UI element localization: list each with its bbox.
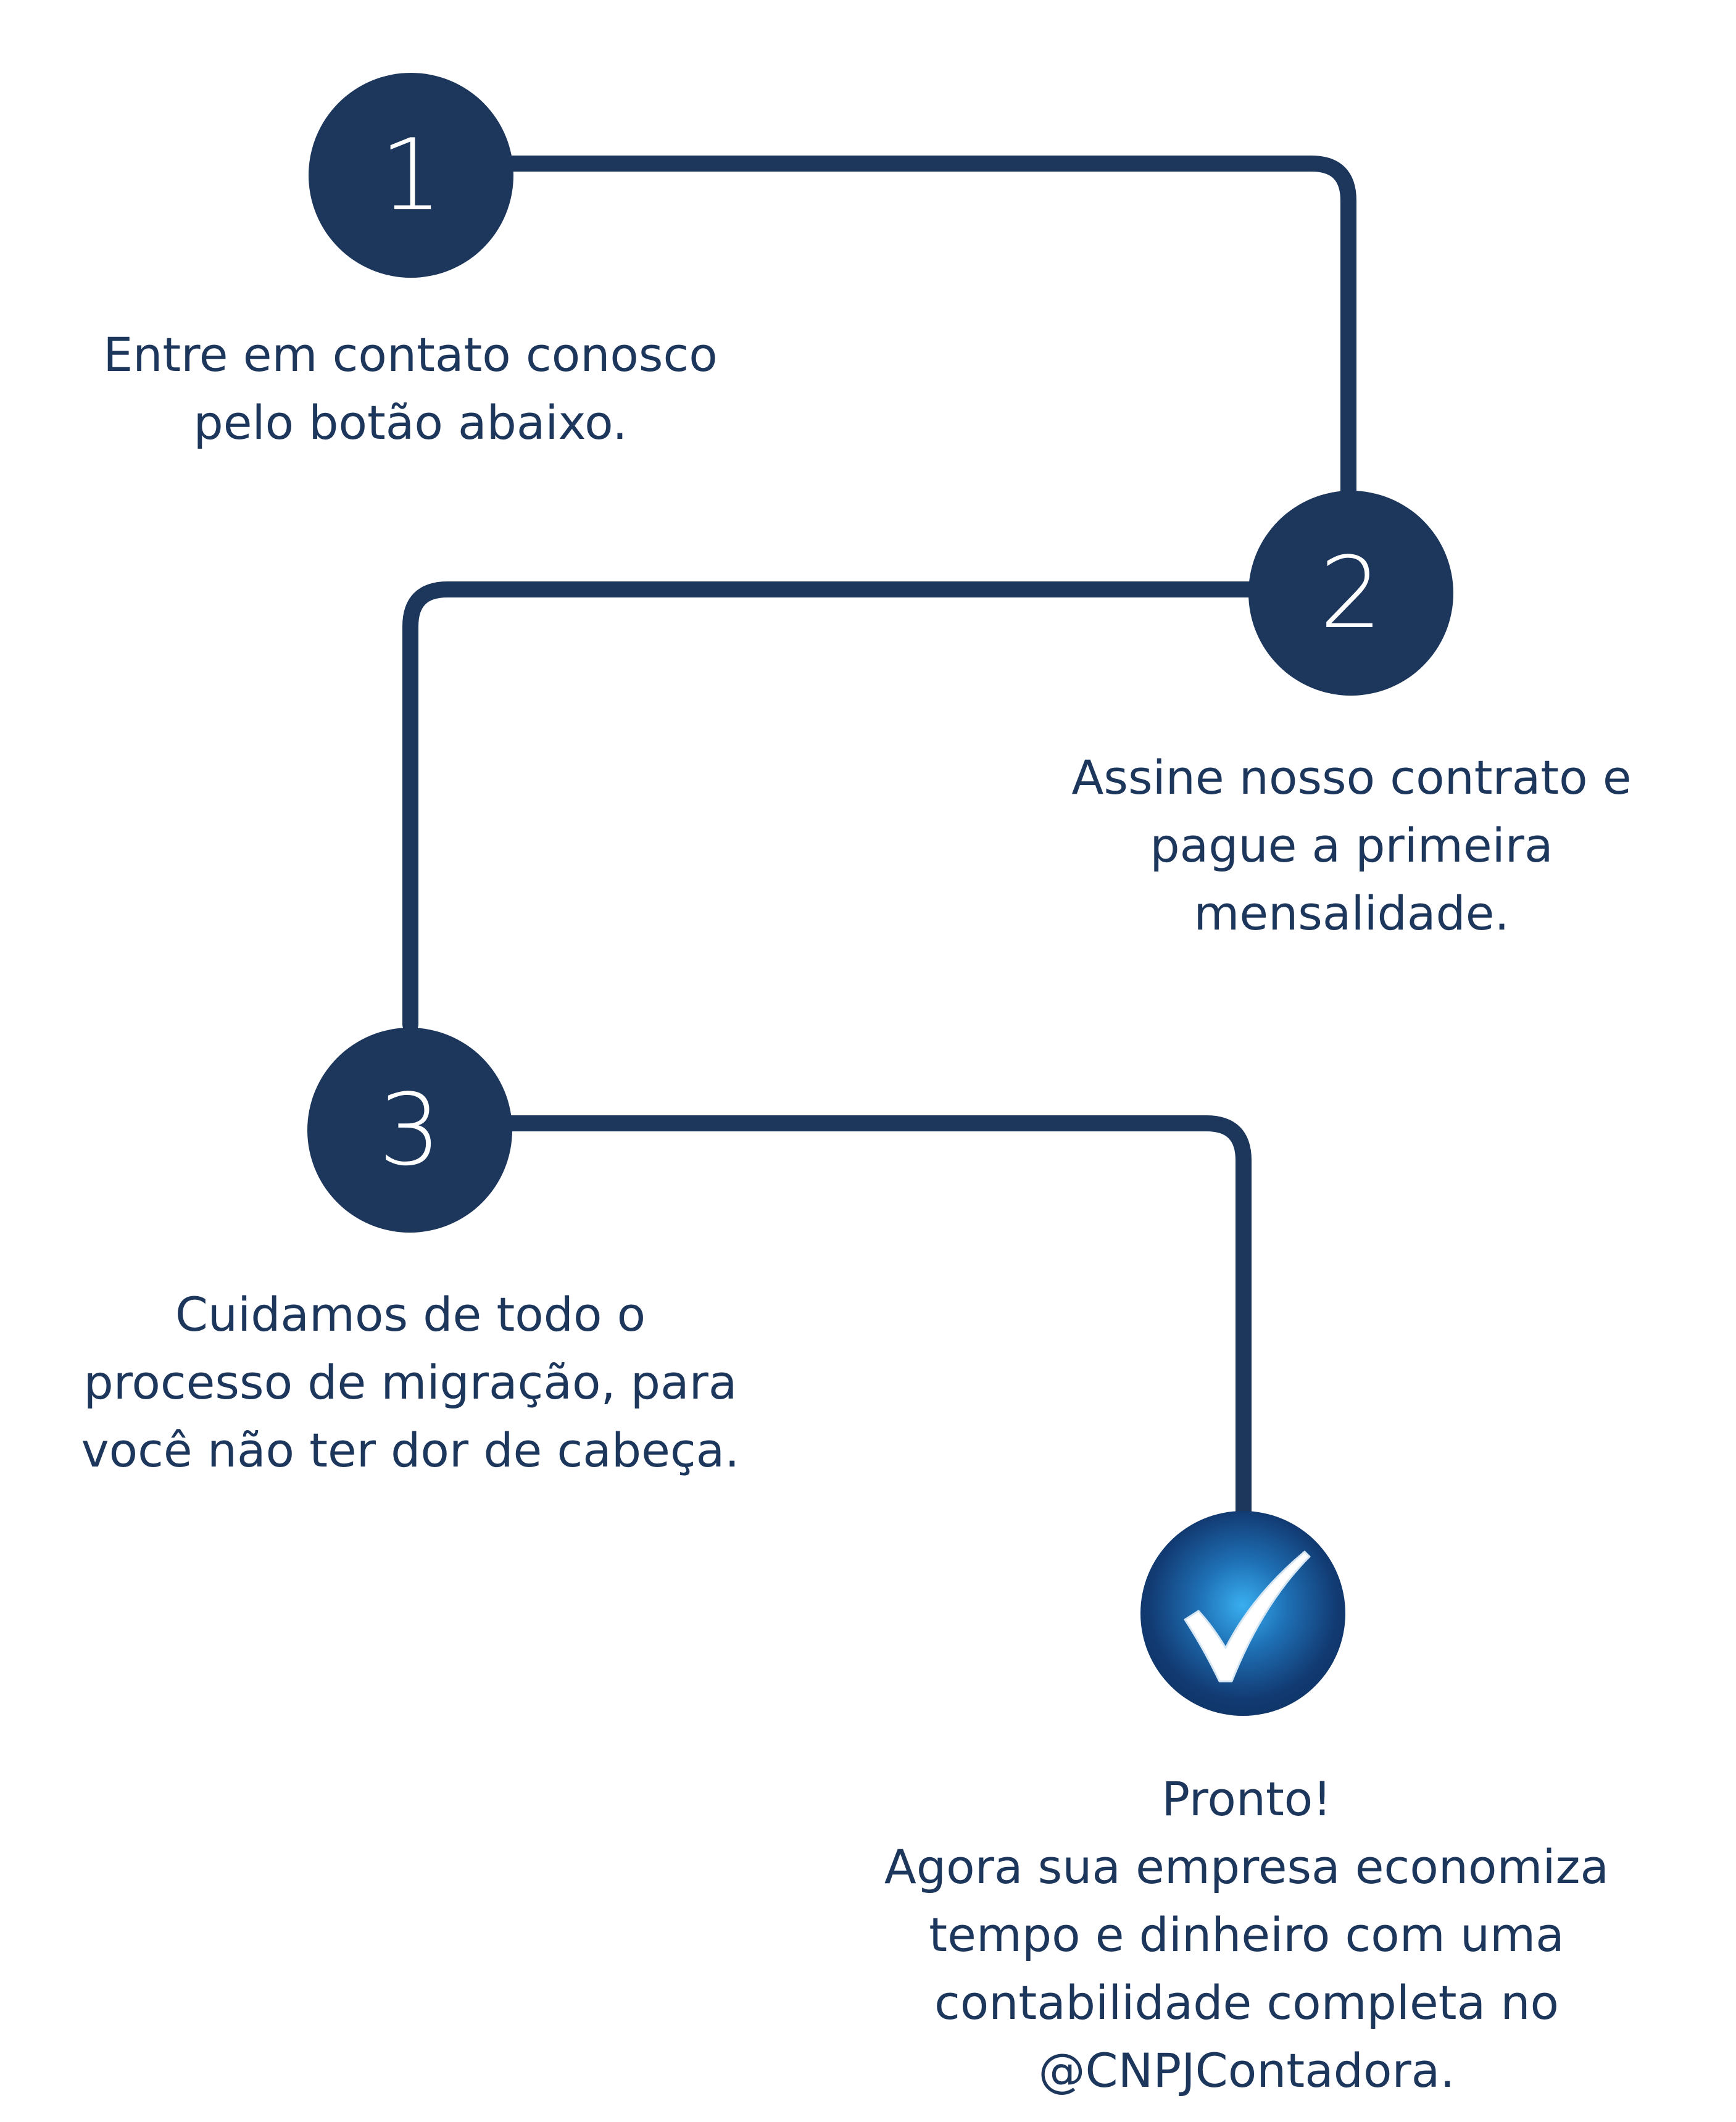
connector-2-to-3 (402, 581, 1261, 1033)
step-1-circle: 1 (309, 73, 513, 278)
step-2-text: Assine nosso contrato e pague a primeira… (1071, 750, 1632, 941)
final-text: Pronto! Agora sua empresa economiza temp… (884, 1771, 1609, 2098)
connector-1-to-2 (399, 156, 1356, 502)
step-1-number: 1 (380, 117, 442, 233)
step-3-text: Cuidamos de todo o processo de migração,… (81, 1287, 740, 1478)
checkmark-icon (1184, 1550, 1311, 1683)
step-1-text: Entre em contato conosco pelo botão abai… (103, 327, 718, 450)
step-3-circle: 3 (307, 1028, 512, 1233)
connector-3-to-final (498, 1115, 1252, 1526)
step-2-circle: 2 (1248, 491, 1453, 696)
final-check-circle (1140, 1511, 1345, 1716)
step-2-number: 2 (1319, 535, 1382, 651)
step-3-number: 3 (378, 1072, 441, 1188)
